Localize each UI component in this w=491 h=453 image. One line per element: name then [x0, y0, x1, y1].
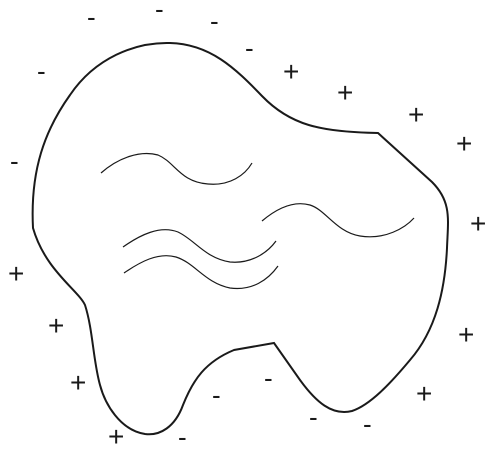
- minus-sign: -: [155, 0, 164, 24]
- minus-sign: -: [37, 56, 46, 86]
- wavy-line-4: [124, 256, 278, 289]
- minus-sign: -: [309, 402, 318, 432]
- minus-sign: -: [363, 409, 372, 439]
- plus-sign: +: [416, 378, 432, 409]
- plus-sign: +: [470, 208, 486, 239]
- plus-sign: +: [337, 77, 353, 108]
- minus-sign: -: [245, 33, 254, 63]
- plus-sign: +: [456, 128, 472, 159]
- plus-sign: +: [283, 56, 299, 87]
- minus-sign: -: [87, 2, 96, 32]
- wavy-line-1: [101, 154, 252, 185]
- plus-sign: +: [458, 319, 474, 350]
- plus-sign: +: [8, 258, 24, 289]
- plus-sign: +: [70, 367, 86, 398]
- wavy-line-3: [123, 230, 276, 263]
- minus-sign: -: [10, 146, 19, 176]
- minus-sign: -: [210, 6, 219, 36]
- conductor-outline: [33, 43, 448, 434]
- wavy-line-2: [262, 204, 414, 237]
- plus-sign: +: [48, 310, 64, 341]
- minus-sign: -: [178, 422, 187, 452]
- plus-sign: +: [408, 99, 424, 130]
- minus-sign: -: [264, 363, 273, 393]
- minus-sign: -: [212, 380, 221, 410]
- plus-sign: +: [108, 421, 124, 452]
